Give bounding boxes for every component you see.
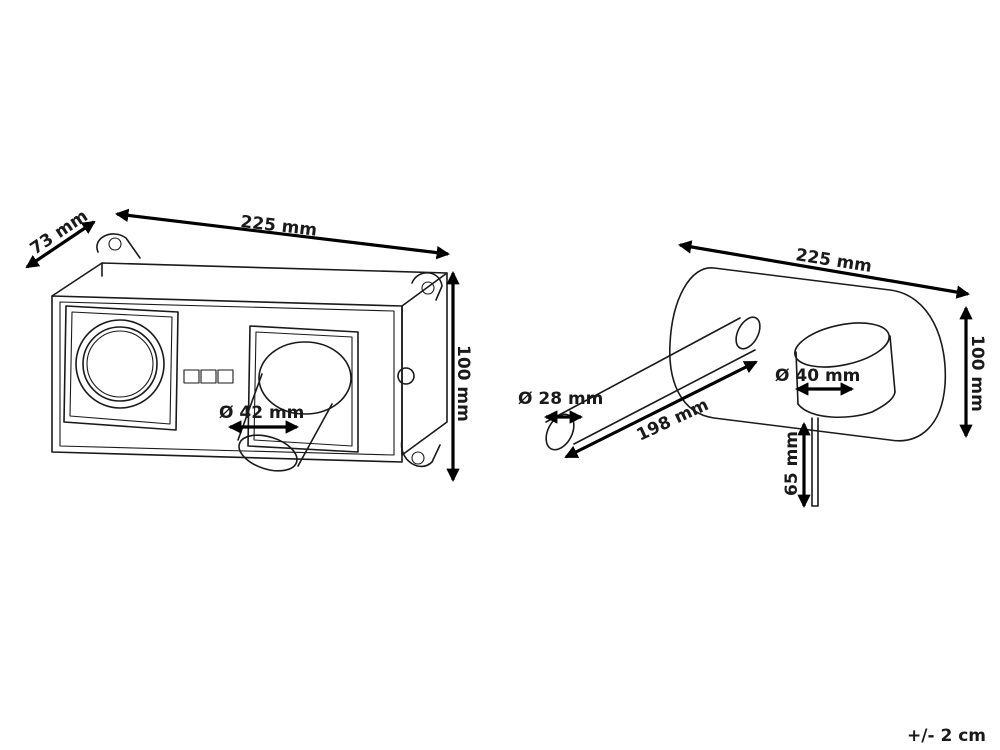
handle-diameter-label: Ø 40 mm [775, 366, 860, 386]
spout-diameter-label: Ø 28 mm [518, 389, 603, 409]
depth-label: 73 mm [27, 206, 92, 259]
body-width-dimension-arrow [114, 208, 451, 260]
spout-length-dimension-arrow [564, 360, 758, 459]
lever-length-label: 65 mm [782, 431, 802, 496]
concealed-body-drawing: 73 mm 225 mm 100 mm Ø 42 mm [25, 206, 473, 483]
wall-mixer-drawing: 225 mm 100 mm Ø 28 mm 198 mm Ø 40 mm 65 … [518, 240, 987, 509]
plate-height-label: 100 mm [967, 335, 987, 412]
tolerance-note: +/- 2 cm [907, 726, 986, 746]
body-width-label: 225 mm [239, 212, 318, 241]
body-height-label: 100 mm [453, 345, 473, 422]
depth-dimension-arrow [25, 220, 96, 269]
plate-width-dimension-arrow [678, 240, 970, 299]
knob-diameter-label: Ø 42 mm [219, 403, 304, 423]
